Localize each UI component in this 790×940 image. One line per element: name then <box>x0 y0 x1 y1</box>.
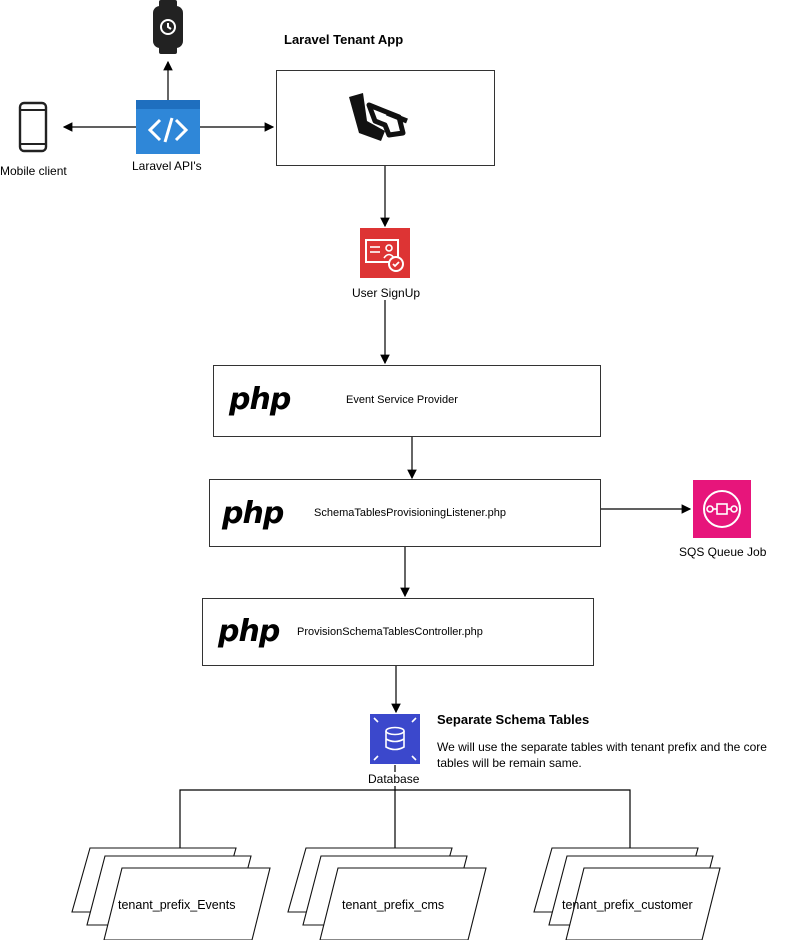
event-provider-box: php Event Service Provider <box>213 365 601 437</box>
sqs-label: SQS Queue Job <box>679 545 767 559</box>
table-stack-events <box>71 847 271 940</box>
table-label: tenant_prefix_customer <box>562 898 693 912</box>
listener-label: SchemaTablesProvisioningListener.php <box>314 507 507 519</box>
database-icon <box>370 714 420 764</box>
mobile-client-label: Mobile client <box>0 164 67 178</box>
controller-box: php ProvisionSchemaTablesController.php <box>202 598 594 666</box>
sqs-queue-icon <box>693 480 751 538</box>
code-icon <box>136 100 200 154</box>
note-heading: Separate Schema Tables <box>437 712 590 727</box>
user-registration-icon <box>360 228 410 278</box>
listener-box: php SchemaTablesProvisioningListener.php <box>209 479 601 547</box>
table-label: tenant_prefix_cms <box>342 898 445 912</box>
database-label: Database <box>368 772 420 786</box>
php-logo: php <box>218 614 280 649</box>
api-label: Laravel API's <box>132 159 202 173</box>
smartwatch-icon <box>150 0 186 56</box>
php-logo: php <box>229 382 291 417</box>
table-stack-customer <box>533 847 721 940</box>
event-provider-label: Event Service Provider <box>346 394 458 406</box>
controller-label: ProvisionSchemaTablesController.php <box>297 626 483 638</box>
edge-db-to-tables-branch <box>179 789 631 866</box>
mobile-phone-icon <box>18 101 48 153</box>
table-stack-cms <box>287 847 487 940</box>
app-title: Laravel Tenant App <box>284 32 404 47</box>
signup-label: User SignUp <box>352 286 421 300</box>
table-label: tenant_prefix_Events <box>118 898 236 912</box>
php-logo: php <box>222 496 284 531</box>
laravel-logo-icon <box>345 91 417 147</box>
note-text: We will use the separate tables with ten… <box>437 740 767 770</box>
laravel-app-box <box>276 70 495 166</box>
